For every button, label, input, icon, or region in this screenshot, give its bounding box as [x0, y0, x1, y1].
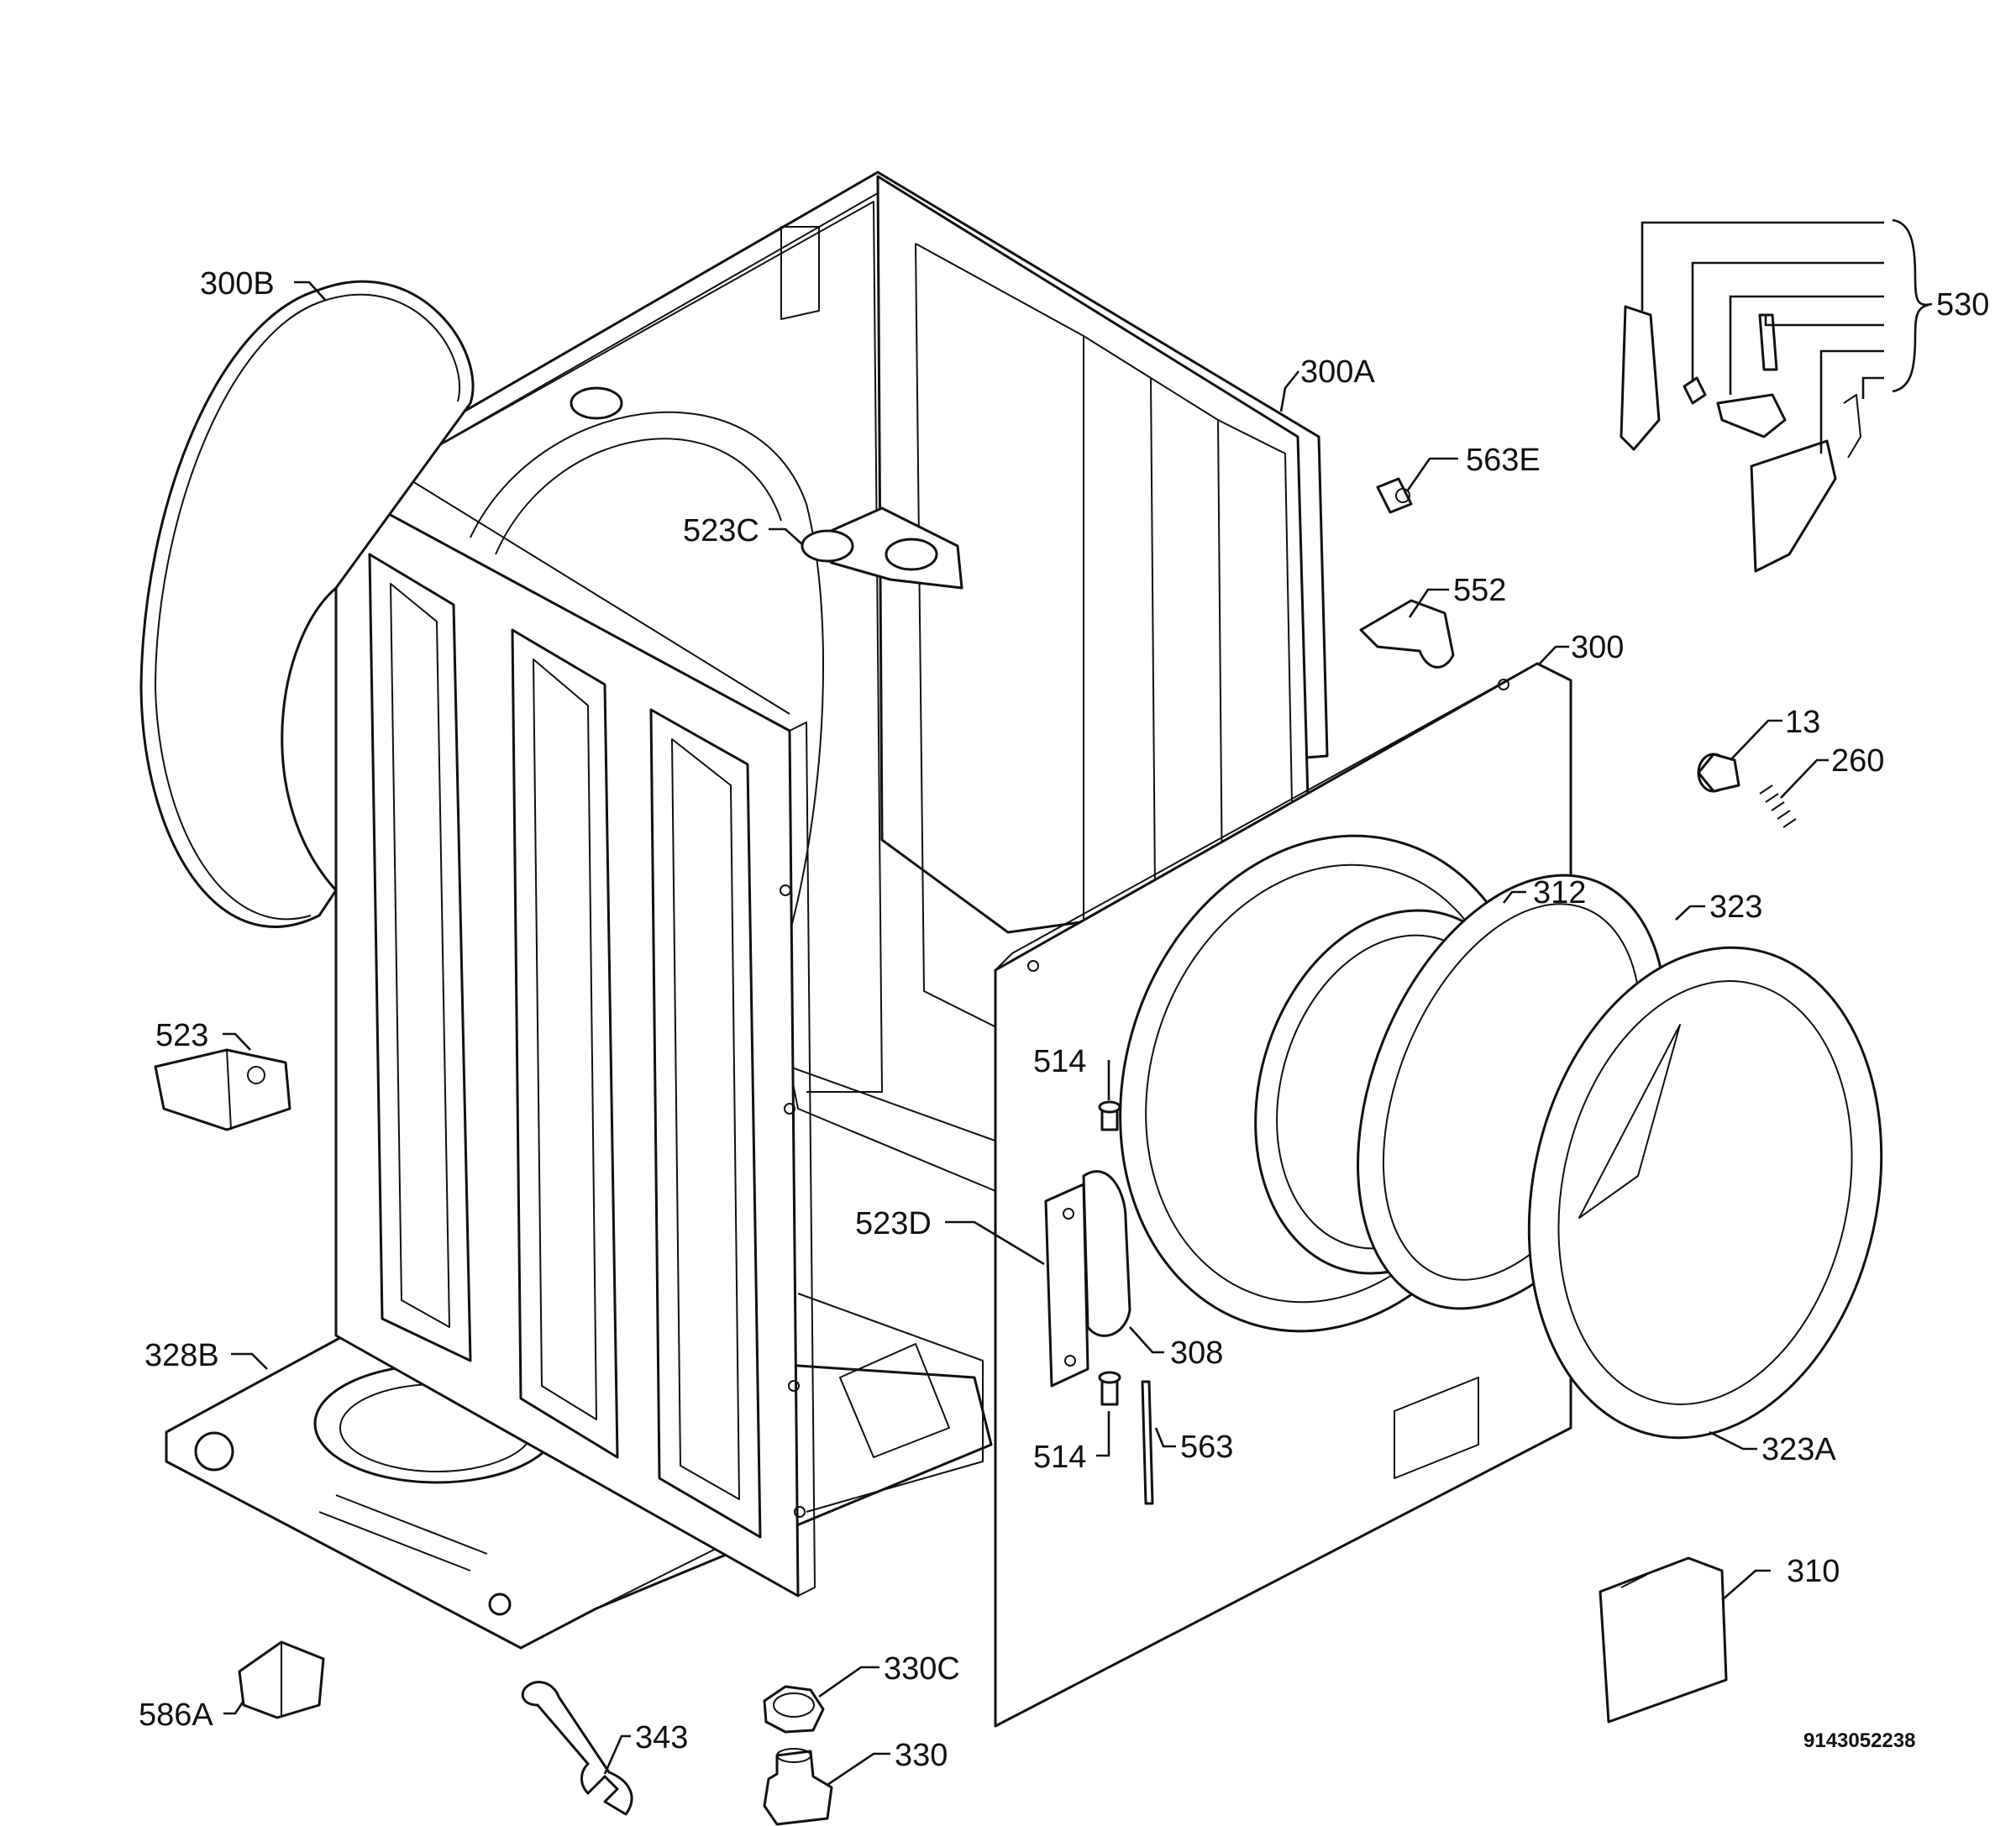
wrench-343-part: [521, 1681, 633, 1816]
hose-bracket-523c-part: [801, 506, 963, 590]
rod-563-part: [1141, 1380, 1154, 1505]
label-323: 323: [1709, 889, 1762, 925]
label-308: 308: [1170, 1335, 1223, 1371]
clip-563e-part: [1376, 477, 1413, 514]
door-seal-ring-part: [139, 280, 475, 928]
leader-lines: [223, 218, 1933, 1787]
cabinet-assembly: [165, 171, 1329, 1650]
label-312: 312: [1533, 875, 1586, 910]
part-labels: 300B 300A 563E 523C 552 300 530 13 260 3…: [139, 266, 1989, 1773]
label-343: 343: [635, 1720, 688, 1755]
label-514-top: 514: [1033, 1044, 1086, 1079]
screw-514-top-part: [1098, 1100, 1121, 1131]
label-300A: 300A: [1300, 354, 1375, 390]
label-330C: 330C: [884, 1651, 960, 1687]
nut-330c-part: [763, 1685, 825, 1734]
label-13: 13: [1785, 705, 1820, 740]
label-586A: 586A: [139, 1697, 213, 1733]
spring-260-part: [1759, 784, 1797, 828]
label-563: 563: [1180, 1430, 1233, 1465]
label-523: 523: [155, 1018, 208, 1053]
label-328B: 328B: [144, 1338, 219, 1373]
label-523C: 523C: [683, 513, 759, 548]
label-300: 300: [1571, 630, 1624, 665]
screw-514-bottom-part: [1098, 1371, 1121, 1406]
label-563E: 563E: [1466, 443, 1541, 478]
door-outer-frame-323A: [1527, 946, 1883, 1440]
clip-523-part: [154, 1048, 291, 1131]
label-310: 310: [1787, 1554, 1840, 1589]
foot-330-part: [763, 1748, 833, 1826]
label-514-bottom: 514: [1033, 1440, 1086, 1475]
hook-552-part: [1359, 599, 1455, 669]
label-300B: 300B: [200, 266, 275, 302]
bracket-523d-part: [1044, 1183, 1089, 1388]
label-260: 260: [1831, 743, 1884, 779]
label-552: 552: [1453, 573, 1506, 608]
label-323A: 323A: [1761, 1432, 1836, 1467]
hinge-kit-530-part: [1620, 305, 1861, 573]
flap-310-part: [1599, 1556, 1728, 1724]
label-523D: 523D: [855, 1206, 932, 1241]
label-330: 330: [895, 1738, 948, 1773]
lock-308-part: [1082, 1170, 1131, 1337]
drawing-code: 9143052238: [1803, 1729, 1915, 1752]
bracket-586a-part: [238, 1640, 325, 1719]
label-530: 530: [1936, 287, 1989, 323]
bushing-13-part: [1697, 753, 1740, 793]
